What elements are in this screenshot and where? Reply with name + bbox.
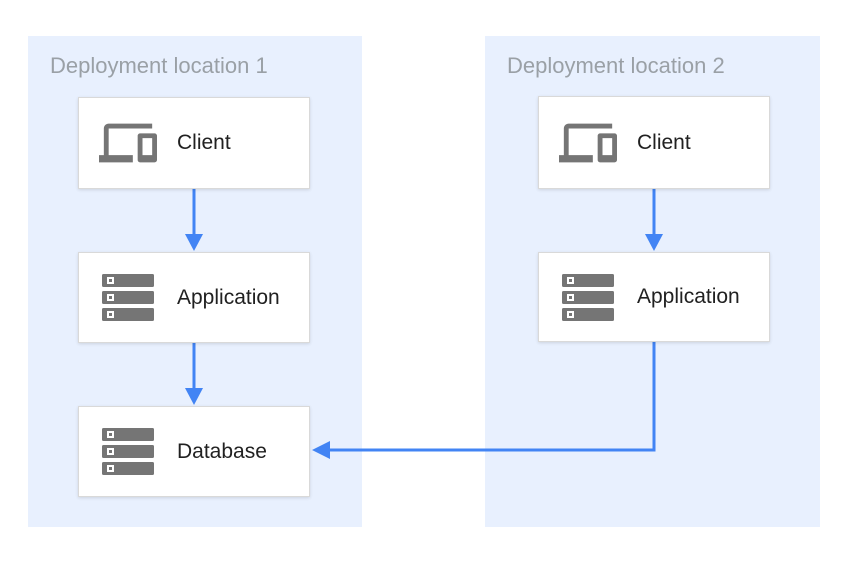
node-client-1: Client xyxy=(78,97,310,189)
node-label: Client xyxy=(637,130,691,154)
node-label: Client xyxy=(177,131,231,154)
region-1-label: Deployment location 1 xyxy=(50,53,268,78)
region-2-label: Deployment location 2 xyxy=(507,53,725,78)
server-stack-icon xyxy=(99,423,157,481)
server-stack-icon xyxy=(559,268,617,326)
node-database-1: Database xyxy=(78,406,310,497)
node-application-1: Application xyxy=(78,252,310,343)
node-application-2: Application xyxy=(538,252,770,342)
devices-icon xyxy=(559,114,617,172)
server-stack-icon xyxy=(99,269,157,327)
node-label: Application xyxy=(177,285,280,309)
node-label: Application xyxy=(637,285,740,308)
node-client-2: Client xyxy=(538,96,770,189)
node-label: Database xyxy=(177,439,267,463)
devices-icon xyxy=(99,114,157,172)
